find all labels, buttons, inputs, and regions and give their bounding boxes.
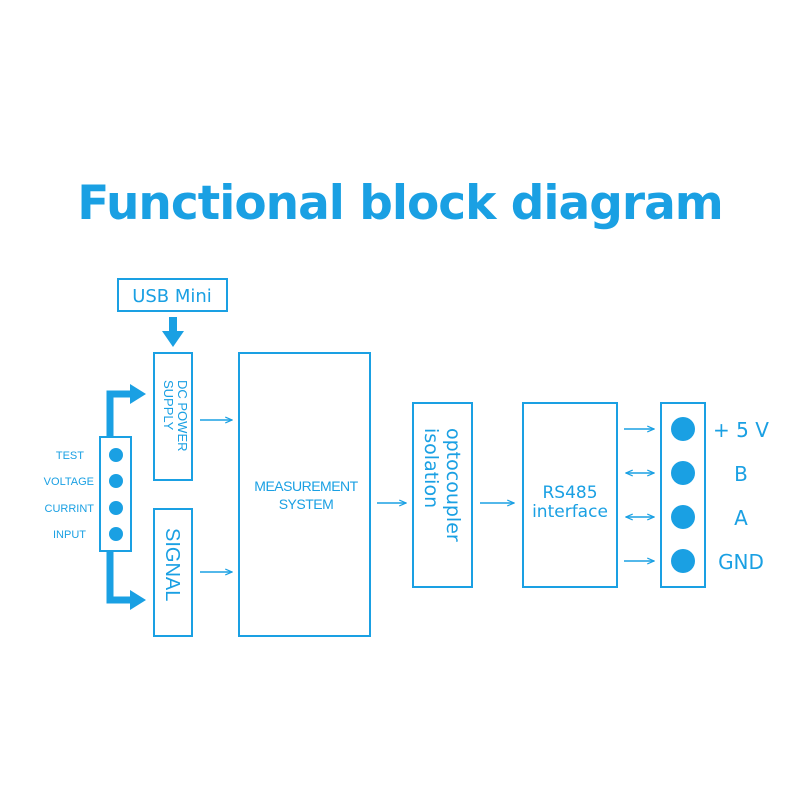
output-label-b: B <box>734 462 748 486</box>
usb-mini-label: USB Mini <box>132 286 212 307</box>
output-connector-box <box>660 402 706 588</box>
input-terminal: TEST VOLTAGE CURRINT INPUT <box>44 436 132 552</box>
measurement-label-line1: MEASUREMENT <box>254 478 358 494</box>
output-terminal-dot <box>671 461 695 485</box>
output-connector <box>660 402 706 588</box>
output-terminal-dot <box>671 505 695 529</box>
rs485-label-line1: RS485 <box>542 483 597 503</box>
rs485-label-line2: interface <box>532 502 608 522</box>
output-terminal-dot <box>671 417 695 441</box>
input-label: CURRINT <box>45 503 95 515</box>
output-label-a: A <box>734 506 748 530</box>
diagram-title: Functional block diagram <box>77 176 724 231</box>
terminal-dot <box>109 448 123 462</box>
signal-label: SIGNAL <box>161 528 183 601</box>
optocoupler-label-line2: isolation <box>420 428 442 508</box>
measurement-label-line2: SYSTEM <box>279 496 334 512</box>
terminal-dot <box>109 474 123 488</box>
terminal-to-power-line <box>106 390 132 437</box>
input-label: TEST <box>56 450 84 462</box>
dc-power-supply-box <box>153 352 193 481</box>
terminal-dot <box>109 527 123 541</box>
terminal-to-signal-line <box>106 551 132 604</box>
optocoupler-box <box>412 402 473 588</box>
signal-block: SIGNAL <box>153 508 193 637</box>
rs485-interface-block: RS485 interface <box>522 402 618 588</box>
output-label-gnd: GND <box>718 550 764 574</box>
input-label: INPUT <box>53 529 86 541</box>
usb-mini-node: USB Mini <box>117 278 228 312</box>
rs485-box <box>522 402 618 588</box>
terminal-to-signal-arrowhead <box>130 590 146 610</box>
signal-box <box>153 508 193 637</box>
terminal-dot <box>109 501 123 515</box>
usb-mini-box <box>117 278 228 312</box>
terminal-to-power-arrowhead <box>130 384 146 404</box>
usb-to-power-arrow <box>162 317 184 347</box>
measurement-system-block: MEASUREMENT SYSTEM <box>238 352 371 637</box>
dc-power-label-line2: SUPPLY <box>161 380 176 431</box>
terminal-box <box>99 436 132 552</box>
optocoupler-label-line1: optocoupler <box>442 428 464 542</box>
dc-power-label-line1: DC POWER <box>175 380 190 452</box>
input-label: VOLTAGE <box>44 476 94 488</box>
optocoupler-isolation-block: optocoupler isolation <box>412 402 473 588</box>
dc-power-supply-block: DC POWER SUPPLY <box>153 352 193 481</box>
output-terminal-dot <box>671 549 695 573</box>
measurement-system-box <box>238 352 371 637</box>
output-label-5v: + 5 V <box>713 418 769 442</box>
